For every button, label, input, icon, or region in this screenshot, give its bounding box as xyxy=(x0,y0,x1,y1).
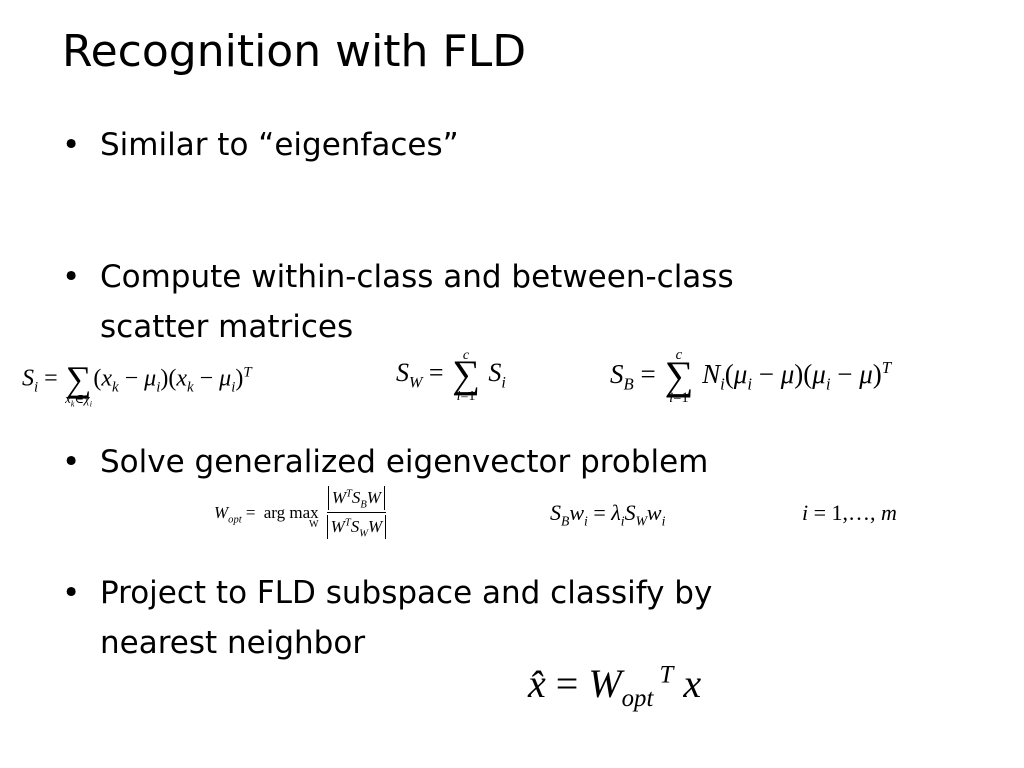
slide-title: Recognition with FLD xyxy=(62,26,527,77)
bullet-symbol: • xyxy=(62,259,81,295)
bullet-text: Solve generalized eigenvector problem xyxy=(100,444,709,480)
bullet-item: • Solve generalized eigenvector problem xyxy=(62,437,708,487)
bullet-text: Compute within-class and between-class s… xyxy=(100,259,734,345)
bullet-item: • Similar to “eigenfaces” xyxy=(62,120,459,170)
bullet-text: Project to FLD subspace and classify by … xyxy=(100,575,713,661)
bullet-symbol: • xyxy=(62,444,81,480)
index-range-equation: i = 1,…, m xyxy=(802,500,897,525)
bullet-text: Similar to “eigenfaces” xyxy=(100,127,459,163)
bullet-symbol: • xyxy=(62,575,81,611)
bullet-symbol: • xyxy=(62,127,81,163)
generalized-eigen-equation: SBwi = λiSWwi xyxy=(550,500,666,529)
bullet-item: • Compute within-class and between-class… xyxy=(62,252,902,352)
bullet-item: • Project to FLD subspace and classify b… xyxy=(62,568,842,668)
within-class-scatter-equation: Si = ∑xk∈χi(xk − μi)(xk − μi)T xyxy=(22,359,252,409)
projection-equation: x̂ = Wopt T x xyxy=(528,661,702,712)
